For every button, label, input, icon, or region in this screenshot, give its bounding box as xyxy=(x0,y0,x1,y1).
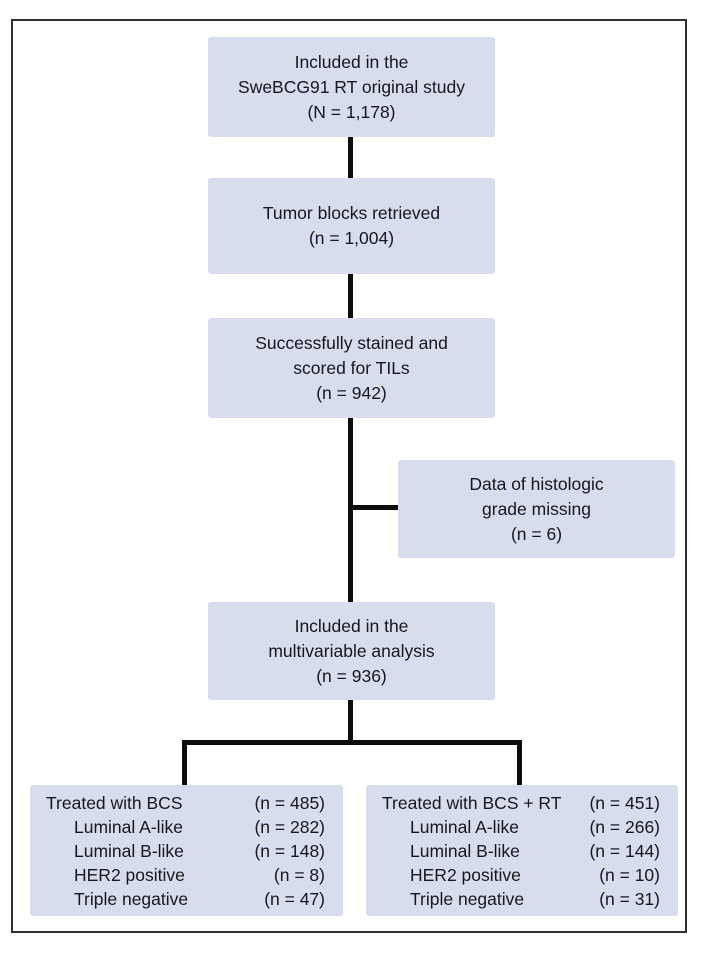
box-stained-scored: Successfully stained and scored for TILs… xyxy=(208,318,495,418)
box-grade-missing-count: (n = 6) xyxy=(510,523,563,544)
box-original-study-line2: SweBCG91 RT original study xyxy=(238,76,465,97)
box-multivariable-line1: Included in the xyxy=(294,615,409,636)
cohort-row-bcs-triple-negative: Triple negative (n = 47) xyxy=(46,887,325,911)
cohort-row-bcsrt-her2: HER2 positive (n = 10) xyxy=(382,863,660,887)
box-treated-bcs-rt: Treated with BCS + RT (n = 451) Luminal … xyxy=(366,785,678,916)
box-stained-scored-count: (n = 942) xyxy=(316,382,387,403)
cohort-label: Treated with BCS + RT xyxy=(382,793,562,813)
box-original-study-count: (N = 1,178) xyxy=(307,101,396,122)
box-grade-missing-line2: grade missing xyxy=(482,498,591,519)
connector-multivariable-to-fork xyxy=(348,698,353,743)
cohort-row-bcsrt-luminal-a: Luminal A-like (n = 266) xyxy=(382,815,660,839)
cohort-row-bcsrt-triple-negative: Triple negative (n = 31) xyxy=(382,887,660,911)
cohort-count: (n = 266) xyxy=(589,817,660,837)
box-tumor-blocks-line1: Tumor blocks retrieved xyxy=(262,203,441,223)
box-multivariable: Included in the multivariable analysis (… xyxy=(208,602,495,700)
cohort-count: (n = 8) xyxy=(273,865,325,885)
cohort-count: (n = 31) xyxy=(599,889,660,909)
box-treated-bcs: Treated with BCS (n = 485) Luminal A-lik… xyxy=(30,785,343,916)
box-stained-scored-line2: scored for TILs xyxy=(293,357,410,378)
box-grade-missing-line1: Data of histologic xyxy=(469,473,604,494)
cohort-label: Luminal B-like xyxy=(410,841,520,861)
connector-study-to-blocks xyxy=(348,137,353,180)
cohort-label: Luminal A-like xyxy=(74,817,183,837)
cohort-label: HER2 positive xyxy=(410,865,521,885)
cohort-count: (n = 144) xyxy=(589,841,660,861)
box-tumor-blocks: Tumor blocks retrieved (n = 1,004) xyxy=(208,178,495,274)
cohort-label: HER2 positive xyxy=(74,865,185,885)
cohort-count: (n = 47) xyxy=(264,889,325,909)
box-multivariable-line2: multivariable analysis xyxy=(268,640,435,661)
connector-blocks-to-stained xyxy=(348,272,353,320)
cohort-label: Treated with BCS xyxy=(46,793,183,813)
cohort-label: Luminal A-like xyxy=(410,817,519,837)
cohort-label: Luminal B-like xyxy=(74,841,184,861)
cohort-count: (n = 451) xyxy=(589,793,660,813)
cohort-count: (n = 282) xyxy=(254,817,325,837)
cohort-row-bcsrt-luminal-b: Luminal B-like (n = 144) xyxy=(382,839,660,863)
cohort-row-bcs-total: Treated with BCS (n = 485) xyxy=(46,791,325,815)
box-original-study-line1: Included in the xyxy=(294,51,409,72)
cohort-count: (n = 485) xyxy=(254,793,325,813)
connector-fork-right xyxy=(517,740,522,785)
connector-branch-grade-missing xyxy=(351,505,398,510)
cohort-count: (n = 10) xyxy=(599,865,660,885)
cohort-label: Triple negative xyxy=(74,889,189,909)
connector-fork-left xyxy=(182,740,187,785)
box-multivariable-count: (n = 936) xyxy=(316,665,387,686)
cohort-row-bcsrt-total: Treated with BCS + RT (n = 451) xyxy=(382,791,660,815)
cohort-row-bcs-her2: HER2 positive (n = 8) xyxy=(46,863,325,887)
box-grade-missing: Data of histologic grade missing (n = 6) xyxy=(398,460,675,558)
box-tumor-blocks-count: (n = 1,004) xyxy=(308,228,395,248)
cohort-row-bcs-luminal-a: Luminal A-like (n = 282) xyxy=(46,815,325,839)
cohort-row-bcs-luminal-b: Luminal B-like (n = 148) xyxy=(46,839,325,863)
connector-stained-to-multivariable xyxy=(348,418,353,604)
box-original-study: Included in the SweBCG91 RT original stu… xyxy=(208,37,495,137)
box-stained-scored-line1: Successfully stained and xyxy=(255,332,448,353)
cohort-label: Triple negative xyxy=(410,889,525,909)
cohort-count: (n = 148) xyxy=(254,841,325,861)
connector-fork-horizontal xyxy=(182,740,522,745)
